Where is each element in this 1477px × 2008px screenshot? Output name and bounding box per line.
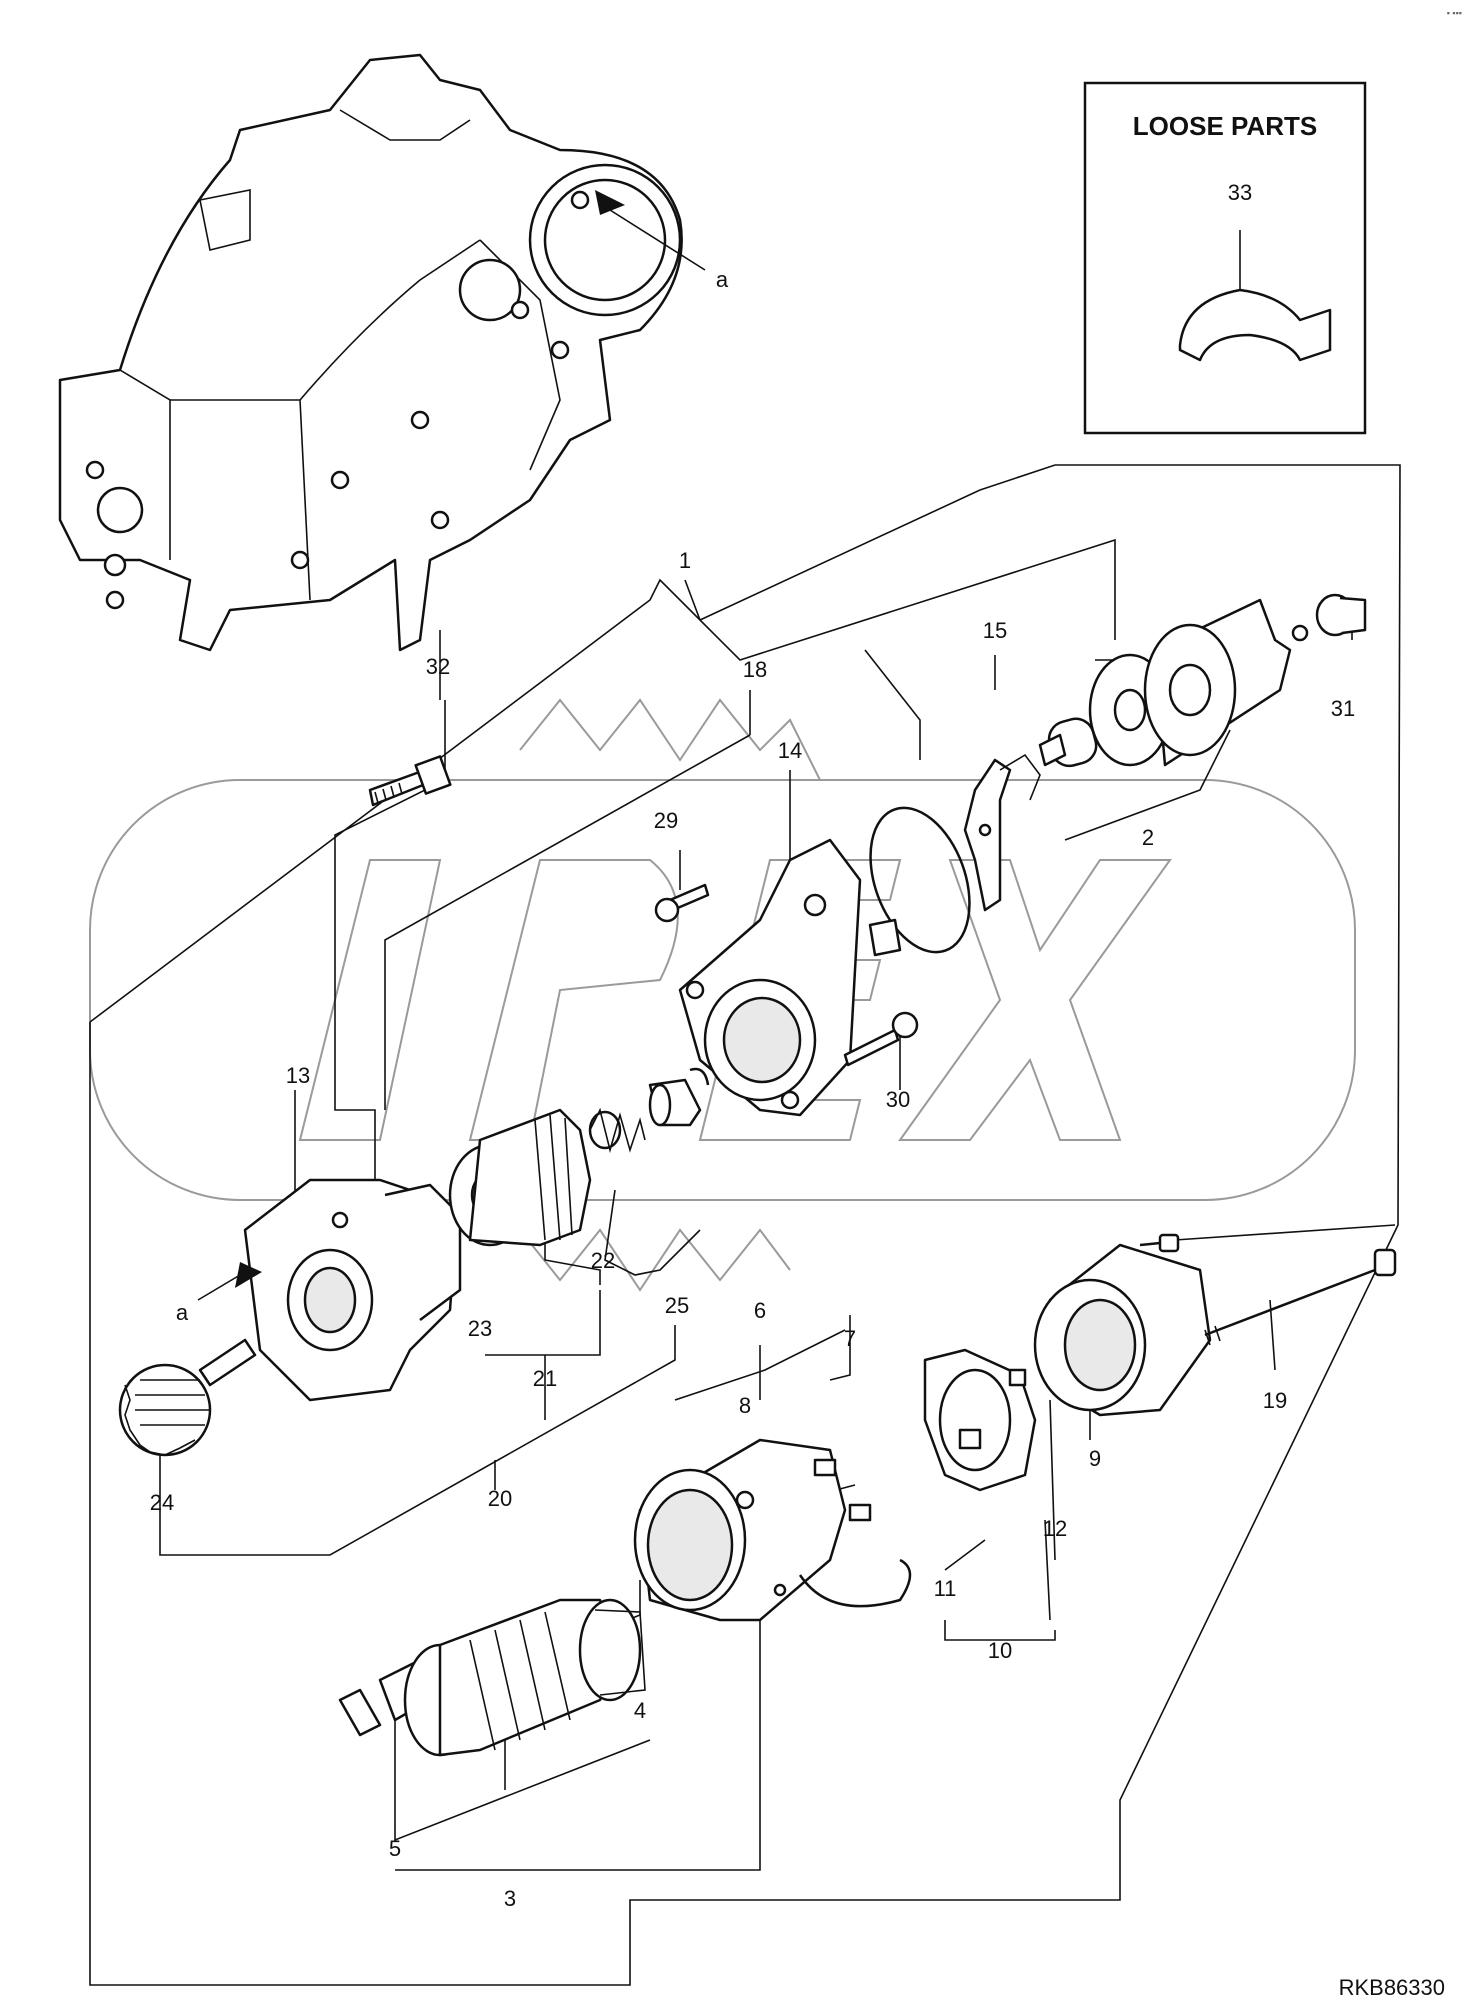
callout-19: 19 <box>1263 1388 1287 1413</box>
callout-a-top: a <box>716 267 729 292</box>
callout-8: 8 <box>739 1393 751 1418</box>
lever-housing-14 <box>678 838 862 1117</box>
callout-21: 21 <box>533 1366 557 1391</box>
callout-20: 20 <box>488 1486 512 1511</box>
callout-25: 25 <box>665 1293 689 1318</box>
screw-9 <box>1139 1233 1180 1253</box>
yoke-6 <box>633 1438 912 1622</box>
assembly-boundary <box>89 464 1401 1986</box>
callout-18: 18 <box>743 657 767 682</box>
callout-15: 15 <box>983 618 1007 643</box>
callout-7: 7 <box>844 1326 856 1351</box>
callout-4: 4 <box>634 1698 646 1723</box>
shift-lever-15 <box>963 753 1041 912</box>
callout-23: 23 <box>468 1316 492 1341</box>
flywheel-housing <box>58 53 706 652</box>
corner-mark: ▪ ▪▪▪ <box>1447 8 1462 18</box>
callout-32: 32 <box>426 654 450 679</box>
callout-13: 13 <box>286 1063 310 1088</box>
callout-30: 30 <box>886 1087 910 1112</box>
half-bushing <box>1178 288 1332 362</box>
callout-2: 2 <box>1142 825 1154 850</box>
callout-1: 1 <box>679 548 691 573</box>
callout-9: 9 <box>1089 1446 1101 1471</box>
pinion-24 <box>118 1338 257 1457</box>
drawing-code: RKB86330 <box>1339 1975 1445 2000</box>
end-frame-9 <box>1033 1243 1212 1417</box>
loose-parts-box: LOOSE PARTS 33 <box>1083 81 1367 435</box>
callout-6: 6 <box>754 1298 766 1323</box>
solenoid-switch <box>1088 598 1309 767</box>
loose-parts-title: LOOSE PARTS <box>1133 111 1317 141</box>
opex-watermark <box>89 698 1356 1292</box>
callout-labels: 1 2 3 4 5 6 7 8 9 10 11 12 13 14 15 18 1… <box>150 267 1355 1911</box>
seal-ring-18 <box>868 806 971 957</box>
collar-25 <box>648 1067 710 1127</box>
callout-12: 12 <box>1043 1516 1067 1541</box>
brush-holder-10 <box>923 1348 1037 1492</box>
callout-22: 22 <box>591 1248 615 1273</box>
boot-31 <box>1315 593 1367 637</box>
callout-31: 31 <box>1331 696 1355 721</box>
through-bolt-19 <box>1204 1248 1397 1346</box>
callout-3: 3 <box>504 1886 516 1911</box>
arrow-a-icon <box>197 1262 262 1301</box>
callout-11: 11 <box>934 1576 957 1601</box>
callout-33: 33 <box>1228 180 1252 205</box>
armature-3 <box>338 1598 646 1757</box>
callout-a-bottom: a <box>176 1300 189 1325</box>
spring-22 <box>588 1107 646 1154</box>
clutch-gear-21 <box>468 1108 592 1247</box>
bolt-30 <box>843 1011 919 1067</box>
callout-29: 29 <box>654 808 678 833</box>
callout-14: 14 <box>778 738 802 763</box>
callout-10: 10 <box>988 1638 1012 1663</box>
drive-housing-13 <box>243 1178 462 1402</box>
callout-5: 5 <box>389 1836 401 1861</box>
bolt-32 <box>368 755 452 807</box>
callout-24: 24 <box>150 1490 174 1515</box>
bolt-29 <box>654 883 710 923</box>
